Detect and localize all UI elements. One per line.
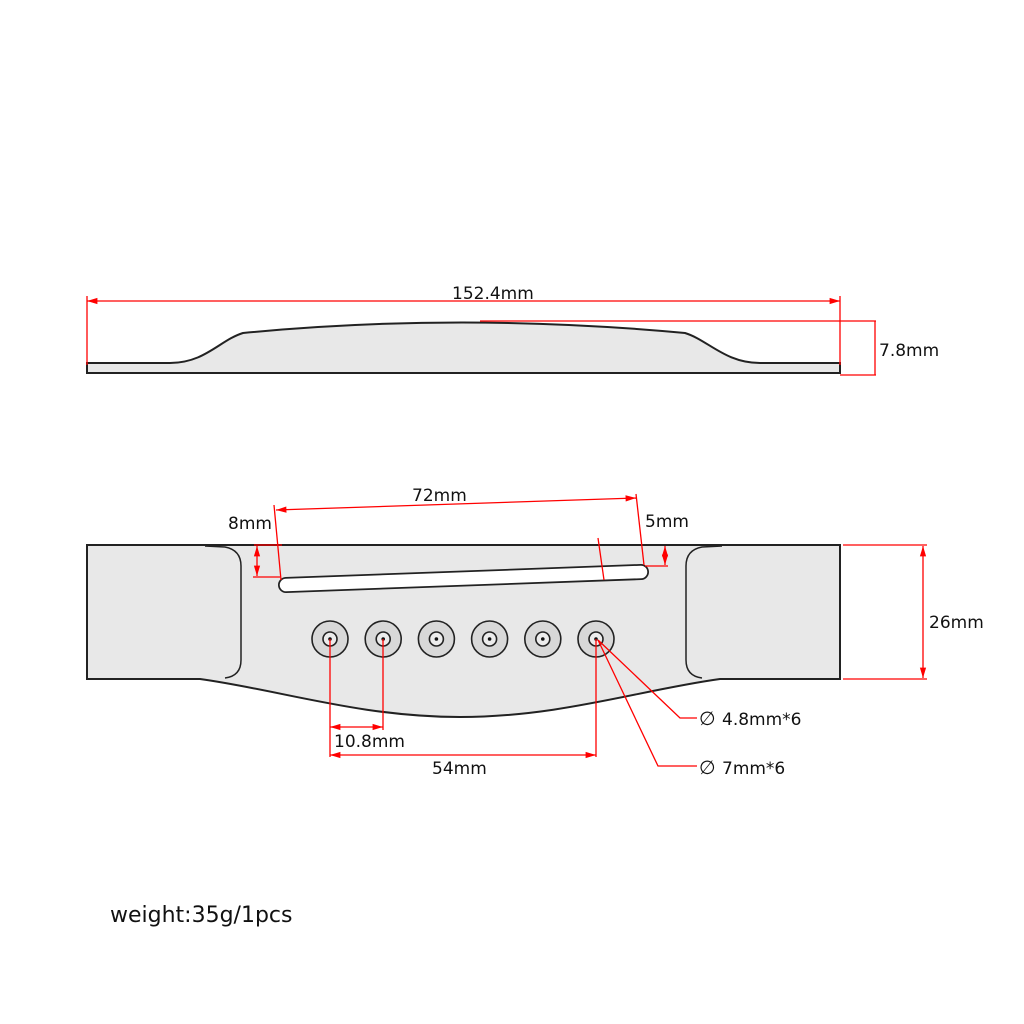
slot-offset-right-label: 5mm [645, 512, 689, 532]
right-wing-edge [685, 545, 723, 679]
inner-hole-leader [597, 639, 697, 719]
slot-length-dimension-line [275, 495, 637, 513]
weight-label: weight:35g/1pcs [110, 903, 293, 928]
side-view: 152.4mm 7.8mm [86, 284, 939, 376]
extension-line [635, 493, 645, 566]
length-label: 152.4mm [452, 284, 534, 304]
inner-hole-diameter-symbol: ∅ [699, 708, 716, 730]
width-label: 26mm [929, 613, 984, 633]
pin-hole-center [434, 637, 439, 641]
extension-line [273, 504, 282, 581]
slot-length-label: 72mm [412, 486, 467, 506]
extension-line [597, 537, 605, 581]
inner-hole-label: 4.8mm*6 [722, 710, 801, 730]
slot-offset-left-label: 8mm [228, 514, 272, 534]
pin-span-label: 54mm [432, 759, 487, 779]
pin-spacing-label: 10.8mm [334, 732, 405, 752]
outer-hole-label: 7mm*6 [722, 759, 785, 779]
outer-hole-leader [597, 639, 697, 767]
bridge-top-outline [86, 544, 841, 719]
outer-hole-diameter-symbol: ∅ [699, 757, 716, 779]
bridge-side-profile [86, 321, 841, 374]
pin-hole-center [487, 637, 492, 641]
pin-hole-center [541, 637, 545, 641]
saddle-slot-inner [279, 565, 648, 592]
left-wing-edge [204, 545, 242, 679]
height-label: 7.8mm [879, 341, 939, 361]
top-view: 72mm 8mm 5mm 26mm 10.8mm 54mm ∅ 4.8mm*6 … [86, 486, 984, 779]
